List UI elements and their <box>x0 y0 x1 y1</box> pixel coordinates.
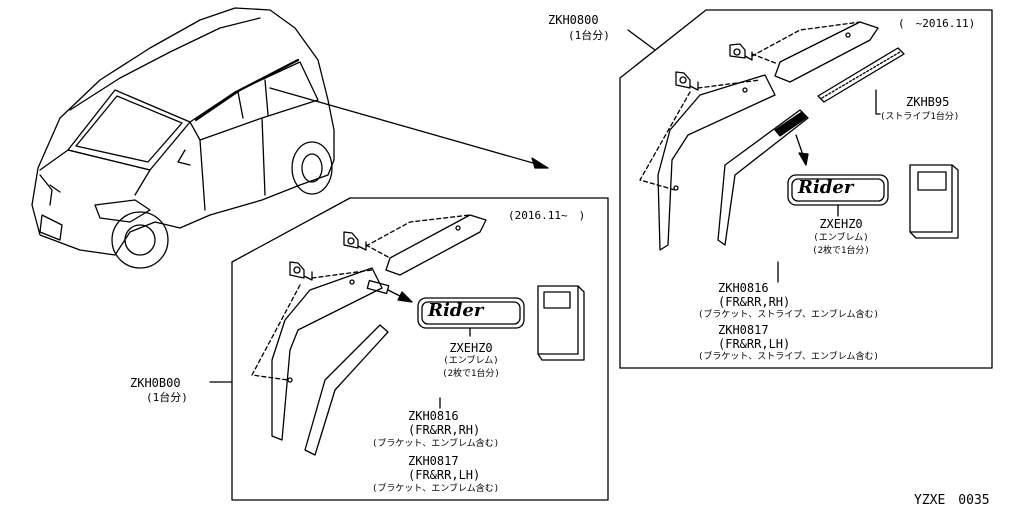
manual-icon-new <box>537 285 585 361</box>
old-rh-side: (FR&RR,RH) <box>718 295 791 309</box>
new-kit-part-no: ZKH0B00 <box>130 376 181 390</box>
stripe-desc: (ストライプ1台分) <box>880 112 960 122</box>
old-emblem-desc2: (2枚で1台分) <box>812 246 870 256</box>
pointer-arrow <box>269 87 541 166</box>
new-rh-desc: (ブラケット、エンブレム含む) <box>372 439 500 449</box>
old-lh-desc: (ブラケット、ストライプ、エンブレム含む) <box>698 352 879 362</box>
old-lh-part-no: ZKH0817 <box>718 323 769 337</box>
old-lh-side: (FR&RR,LH) <box>718 337 791 351</box>
new-lh-desc: (ブラケット、エンブレム含む) <box>372 484 500 494</box>
new-emblem-part-no: ZXEHZ0 <box>449 341 493 355</box>
new-emblem-desc2: (2枚で1台分) <box>442 369 500 379</box>
front-visor-new <box>385 214 487 276</box>
stripe-part-no: ZKHB95 <box>906 95 950 109</box>
new-lh-part-no: ZKH0817 <box>408 454 459 468</box>
new-kit-qty: (1台分) <box>146 391 188 404</box>
new-rh-part-no: ZKH0816 <box>408 409 459 423</box>
new-emblem-desc1: (エンブレム) <box>443 356 499 366</box>
diagram-code: YZXE 0035 <box>914 493 990 508</box>
old-emblem-part-no: ZXEHZ0 <box>819 217 863 231</box>
old-emblem-desc1: (エンブレム) <box>813 233 869 243</box>
old-rh-desc: (ブラケット、ストライプ、エンブレム含む) <box>698 310 879 320</box>
new-kit-period: (2016.11~ ) <box>508 209 586 222</box>
new-kit-frame <box>231 197 609 501</box>
front-visor-old <box>774 21 879 83</box>
old-rh-part-no: ZKH0816 <box>718 281 769 295</box>
old-kit-period: ( ~2016.11) <box>898 17 976 30</box>
bracket-icon <box>675 43 753 91</box>
new-rh-side: (FR&RR,RH) <box>408 423 481 437</box>
emblem-text-new: Rider <box>428 300 484 321</box>
rear-visor-old <box>657 74 776 251</box>
emblem-text-old: Rider <box>798 177 854 198</box>
old-kit-qty: (1台分) <box>568 29 610 42</box>
new-lh-side: (FR&RR,LH) <box>408 468 481 482</box>
car-illustration <box>31 7 335 269</box>
emblem-new <box>417 297 525 329</box>
old-kit-frame <box>619 9 993 369</box>
stripe-icon <box>817 47 905 103</box>
manual-icon-old <box>909 164 959 239</box>
old-kit-part-no: ZKH0800 <box>548 13 599 27</box>
rear-visor-new <box>271 267 383 441</box>
